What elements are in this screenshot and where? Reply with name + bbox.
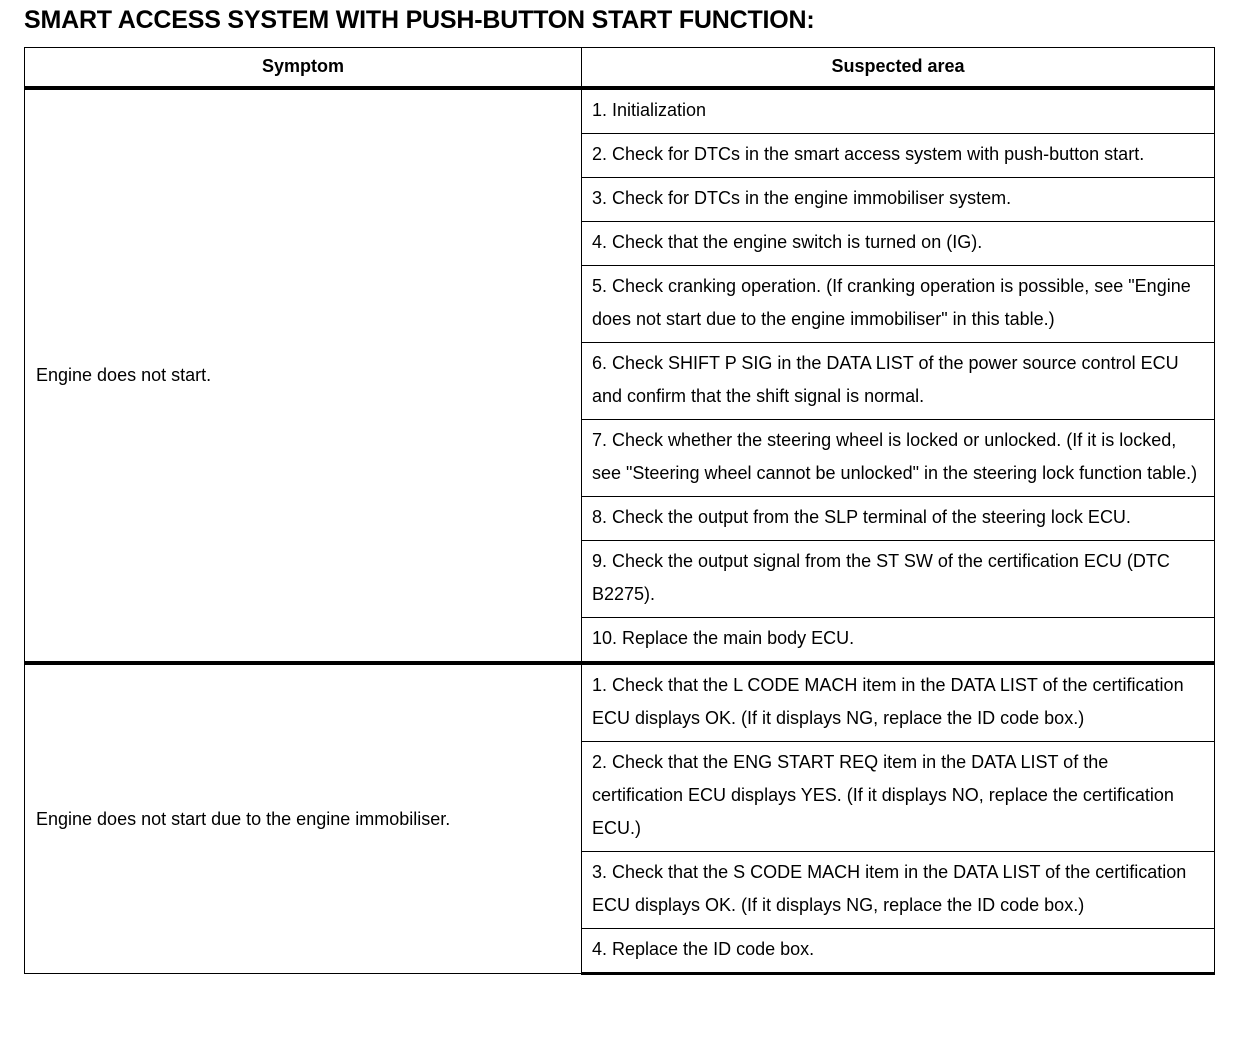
suspected-area-cell: 8. Check the output from the SLP termina… bbox=[581, 496, 1215, 541]
table-row: 10. Replace the main body ECU. bbox=[25, 617, 1215, 664]
table-row: 6. Check SHIFT P SIG in the DATA LIST of… bbox=[25, 342, 1215, 420]
suspected-area-cell: 3. Check that the S CODE MACH item in th… bbox=[581, 851, 1215, 929]
table-header: Symptom Suspected area bbox=[24, 47, 1215, 90]
table-row: 5. Check cranking operation. (If crankin… bbox=[25, 265, 1215, 343]
suspected-area-cell: 2. Check for DTCs in the smart access sy… bbox=[581, 133, 1215, 178]
table-header-row: Symptom Suspected area bbox=[24, 47, 1215, 90]
suspected-area-cell: 4. Replace the ID code box. bbox=[581, 928, 1215, 975]
suspected-area-cell: 10. Replace the main body ECU. bbox=[581, 617, 1215, 664]
symptom-cell-engine-does-not-start-immobiliser: Engine does not start due to the engine … bbox=[24, 661, 582, 974]
table-body: Engine does not start. 1. Initialization… bbox=[24, 87, 1215, 975]
suspected-area-cell: 1. Check that the L CODE MACH item in th… bbox=[581, 661, 1215, 742]
suspected-area-cell: 5. Check cranking operation. (If crankin… bbox=[581, 265, 1215, 343]
table-row: 2. Check for DTCs in the smart access sy… bbox=[25, 133, 1215, 178]
table-row: 4. Replace the ID code box. bbox=[25, 928, 1215, 975]
table-row: 2. Check that the ENG START REQ item in … bbox=[25, 741, 1215, 852]
table-row: 3. Check for DTCs in the engine immobili… bbox=[25, 177, 1215, 222]
suspected-area-cell: 2. Check that the ENG START REQ item in … bbox=[581, 741, 1215, 852]
diagnostic-table: Symptom Suspected area Engine does not s… bbox=[24, 47, 1215, 975]
table-row: 8. Check the output from the SLP termina… bbox=[25, 496, 1215, 541]
table-row: Engine does not start due to the engine … bbox=[24, 661, 1215, 974]
table-row: Engine does not start. 1. Initialization bbox=[24, 87, 1215, 664]
symptom-cell-engine-does-not-start: Engine does not start. bbox=[24, 87, 582, 664]
page-title: SMART ACCESS SYSTEM WITH PUSH-BUTTON STA… bbox=[24, 6, 815, 34]
suspected-area-cell: 9. Check the output signal from the ST S… bbox=[581, 540, 1215, 618]
column-header-suspected-area: Suspected area bbox=[581, 47, 1215, 90]
table-row: 9. Check the output signal from the ST S… bbox=[25, 540, 1215, 618]
suspected-area-cell: 3. Check for DTCs in the engine immobili… bbox=[581, 177, 1215, 222]
table-row: 3. Check that the S CODE MACH item in th… bbox=[25, 851, 1215, 929]
suspected-area-cell: 7. Check whether the steering wheel is l… bbox=[581, 419, 1215, 497]
suspected-area-cell: 1. Initialization bbox=[581, 87, 1215, 134]
column-header-symptom: Symptom bbox=[24, 47, 582, 90]
table-row: 7. Check whether the steering wheel is l… bbox=[25, 419, 1215, 497]
suspected-area-cell: 6. Check SHIFT P SIG in the DATA LIST of… bbox=[581, 342, 1215, 420]
suspected-area-cell: 4. Check that the engine switch is turne… bbox=[581, 221, 1215, 266]
